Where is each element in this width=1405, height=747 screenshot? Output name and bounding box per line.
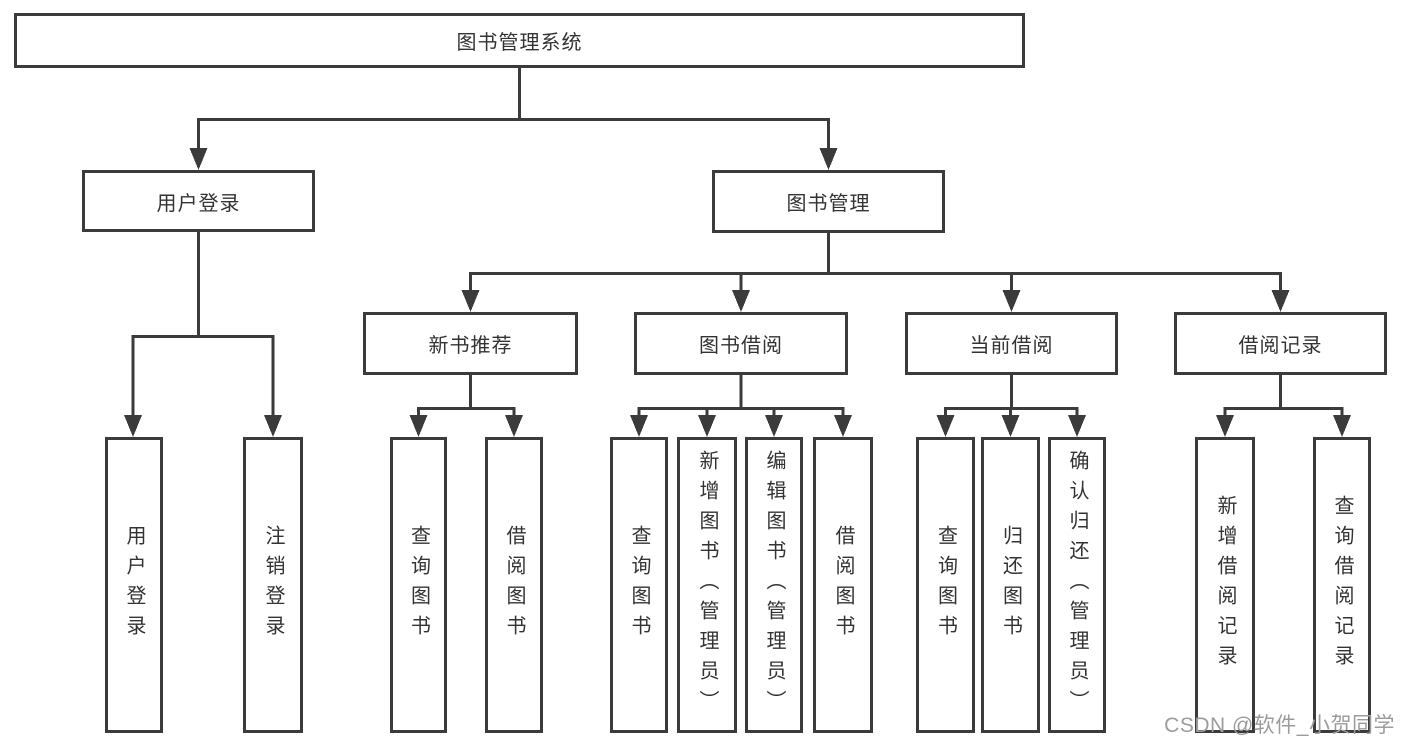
node-label: 图书借阅: [699, 335, 783, 357]
leaf-confirm-return-admin: 确认归还（管理员）: [1048, 437, 1106, 733]
arrowhead-icon: [189, 148, 208, 170]
leaf-add-borrow-record: 新增借阅记录: [1195, 437, 1255, 733]
arrowhead-icon: [124, 415, 142, 437]
node-label: 查询图书: [934, 525, 957, 645]
csdn-watermark: CSDN @软件_小贺同学: [1164, 714, 1395, 737]
arrowhead-icon: [1333, 415, 1351, 437]
node-label: 借阅图书: [503, 525, 525, 645]
node-label: 查询图书: [407, 525, 430, 645]
arrowhead-icon: [1002, 290, 1021, 312]
arrowhead-icon: [765, 415, 783, 437]
node-label: 查询图书: [628, 525, 650, 645]
leaf-add-book-admin: 新增图书（管理员）: [677, 437, 737, 733]
arrowhead-icon: [1068, 415, 1086, 437]
arrowhead-icon: [1001, 415, 1020, 437]
node-label: 归还图书: [999, 525, 1022, 645]
leaf-query-books-recommend: 查询图书: [390, 437, 447, 733]
arrowhead-icon: [698, 415, 716, 437]
node-book-management: 图书管理: [712, 170, 945, 233]
arrowhead-icon: [732, 290, 750, 312]
leaf-logout: 注销登录: [243, 437, 303, 733]
leaf-query-borrow-record: 查询借阅记录: [1313, 437, 1371, 733]
node-borrow-records: 借阅记录: [1174, 312, 1387, 375]
node-label: 当前借阅: [969, 335, 1054, 357]
leaf-borrow-books-recommend: 借阅图书: [485, 437, 543, 733]
leaf-query-books-current: 查询图书: [916, 437, 975, 733]
arrowhead-icon: [409, 415, 428, 437]
node-label: 借阅图书: [832, 525, 854, 645]
node-label: 图书管理: [786, 193, 871, 215]
leaf-user-login: 用户登录: [105, 437, 163, 733]
node-label: 用户登录: [123, 525, 145, 645]
leaf-query-books-borrow: 查询图书: [610, 437, 668, 733]
node-label: 编辑图书（管理员）: [763, 450, 785, 720]
arrowhead-icon: [505, 415, 523, 437]
arrowhead-icon: [834, 415, 852, 437]
node-label: 注销登录: [262, 525, 284, 645]
node-label: 查询借阅记录: [1331, 495, 1353, 675]
arrowhead-icon: [264, 415, 282, 437]
node-current-borrow: 当前借阅: [905, 312, 1118, 375]
node-book-borrow: 图书借阅: [634, 312, 848, 375]
node-user-login: 用户登录: [82, 170, 315, 232]
leaf-return-book: 归还图书: [981, 437, 1040, 733]
node-label: 借阅记录: [1238, 335, 1323, 357]
arrowhead-icon: [1271, 290, 1290, 312]
arrowhead-icon: [630, 415, 648, 437]
arrowhead-icon: [1216, 415, 1234, 437]
node-label: 用户登录: [156, 192, 241, 215]
node-label: 新增借阅记录: [1214, 495, 1236, 675]
node-library-system: 图书管理系统: [14, 13, 1025, 68]
node-new-book-recommend: 新书推荐: [363, 312, 578, 375]
arrowhead-icon: [819, 148, 838, 170]
node-label: 新增图书（管理员）: [696, 450, 718, 720]
leaf-edit-book-admin: 编辑图书（管理员）: [745, 437, 803, 733]
node-label: 确认归还（管理员）: [1066, 450, 1088, 720]
arrowhead-icon: [936, 415, 955, 437]
arrowhead-icon: [461, 290, 480, 312]
leaf-borrow-books: 借阅图书: [813, 437, 873, 733]
node-label: 图书管理系统: [456, 32, 583, 54]
node-label: 新书推荐: [428, 335, 513, 357]
